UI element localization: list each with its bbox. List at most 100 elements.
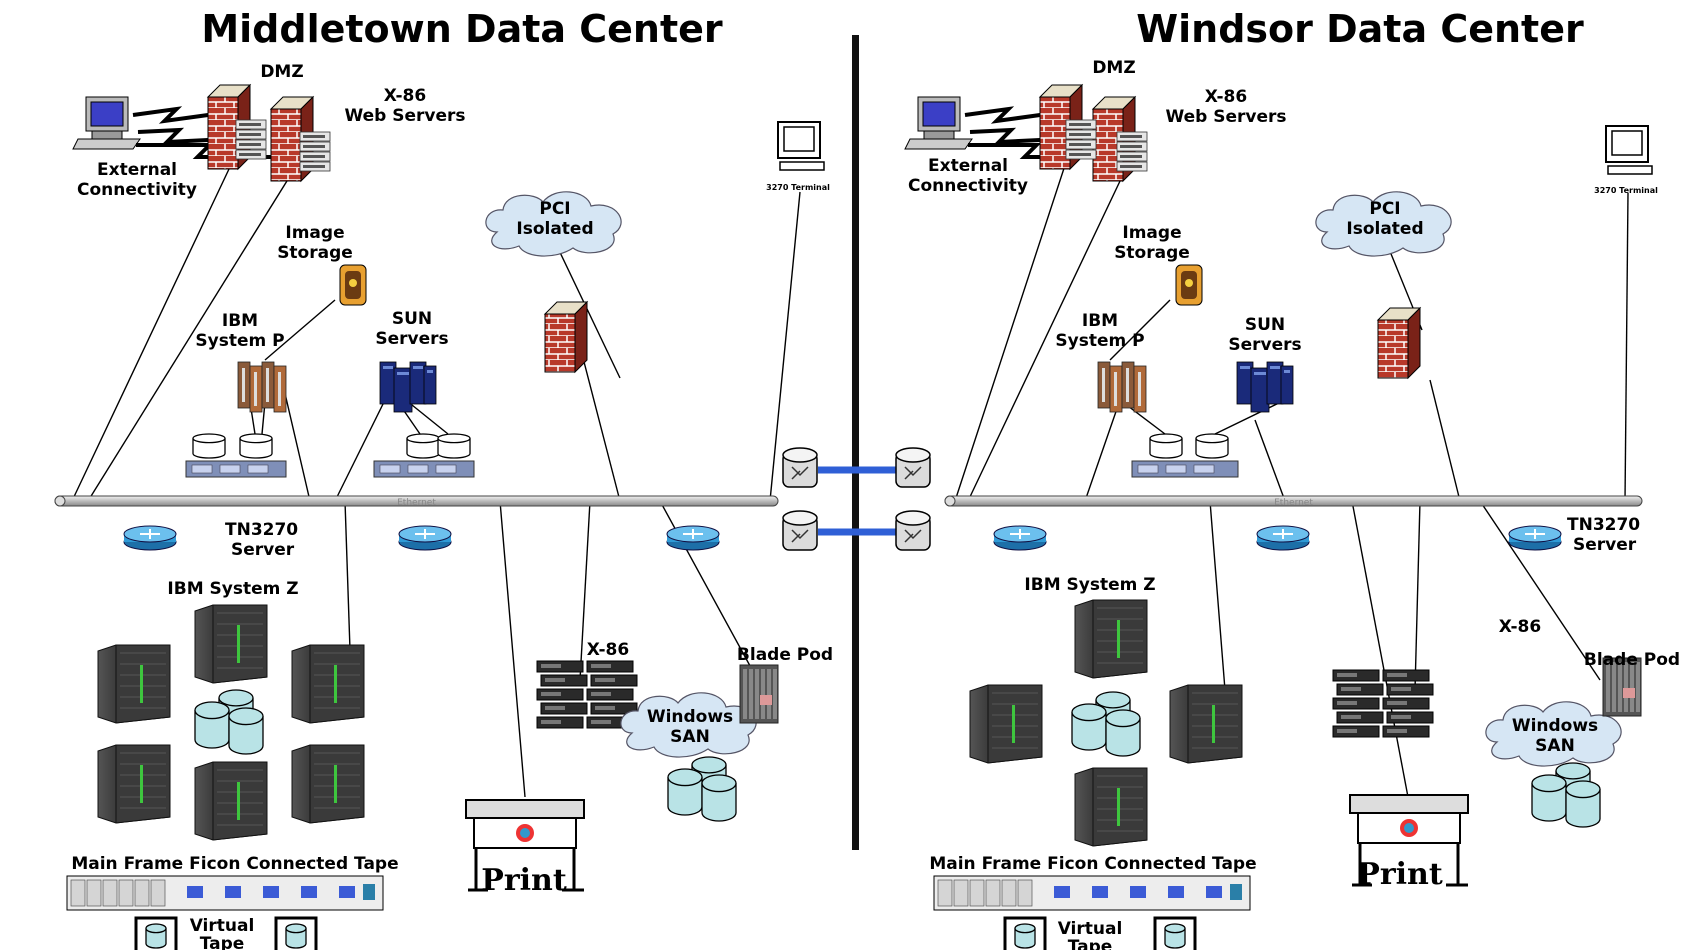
disk-icon [145, 923, 167, 949]
terminal-label: 3270 Terminal [766, 183, 830, 192]
ethernet-label: Ethernet [397, 498, 436, 508]
image-storage-label: Image [285, 223, 344, 243]
disk-icon [1105, 709, 1141, 757]
image-storage-label: Image [1122, 223, 1181, 243]
ibm-system-z-label: IBM System Z [167, 579, 298, 599]
data-center-title: Windsor Data Center [1136, 7, 1584, 51]
mainframe-icon [97, 744, 171, 824]
disk-icon [239, 433, 273, 459]
tape-label: Main Frame Ficon Connected Tape [71, 854, 398, 874]
network-switch-icon [373, 460, 475, 478]
ibm-system-p-label: System P [1055, 331, 1144, 351]
tape-library-icon [933, 875, 1251, 911]
cloud-icon [1485, 701, 1622, 767]
lightning-link [969, 127, 1041, 145]
sun-servers-label: Servers [1228, 335, 1301, 355]
mainframe-icon [194, 604, 268, 684]
inter-site-storage-routers [782, 447, 931, 551]
printer-icon [465, 799, 585, 892]
windows-san-label: Windows [1512, 716, 1598, 736]
web-servers-label: X-86 [1205, 87, 1247, 107]
server-rack-icon [1116, 131, 1148, 172]
lightning-link [964, 106, 1041, 124]
jukebox-icon [339, 264, 367, 306]
x86-label: X-86 [1499, 617, 1541, 637]
windows-san-label: SAN [670, 727, 710, 747]
disk-icon [285, 923, 307, 949]
x86-servers-icon [536, 660, 638, 729]
image-storage-label: Storage [277, 243, 353, 263]
windows-san-label: Windows [647, 707, 733, 727]
disk-icon [1149, 433, 1183, 459]
ibm-system-p-label: IBM [222, 311, 258, 331]
router-icon [993, 525, 1047, 551]
router-icon [1256, 525, 1310, 551]
firewall-icon [543, 300, 589, 374]
tn3270-label: TN3270 [1567, 515, 1640, 535]
lightning-link [132, 106, 209, 124]
tape-library-icon [66, 875, 384, 911]
disk-icon [437, 433, 471, 459]
data-center-title: Middletown Data Center [201, 7, 723, 51]
blade-pod-icon [1602, 657, 1642, 717]
sun-servers-label: SUN [1245, 315, 1285, 335]
mainframe-icon [194, 761, 268, 841]
mainframe-icon [1169, 684, 1243, 764]
storage-cluster-icon [667, 756, 737, 822]
router-icon [1508, 525, 1562, 551]
disk-icon [1531, 774, 1567, 822]
disk-icon [667, 768, 703, 816]
ibm-system-z-label: IBM System Z [1024, 575, 1155, 595]
pci-label: PCI [539, 199, 570, 219]
inter-site-links [818, 466, 897, 536]
terminal-icon [777, 121, 825, 171]
mainframe-icon [1074, 599, 1148, 679]
ibm-system-p-icon [1097, 361, 1147, 413]
center-divider [852, 35, 859, 850]
ethernet-label: Ethernet [1274, 498, 1313, 508]
network-switch-icon [1131, 460, 1239, 478]
tn3270-label: TN3270 [225, 520, 298, 540]
external-connectivity-label: External [928, 156, 1008, 176]
disk-icon [1071, 703, 1107, 751]
computer-icon [904, 96, 973, 150]
dmz-label: DMZ [1092, 58, 1135, 78]
web-servers-label: X-86 [384, 86, 426, 106]
storage-cluster-icon [194, 689, 264, 755]
mainframe-icon [291, 744, 365, 824]
disk-icon [228, 707, 264, 755]
storage-router-icon [782, 510, 818, 551]
storage-cluster-icon [1531, 762, 1601, 828]
x86-servers-icon [1332, 669, 1434, 738]
tape-label: Main Frame Ficon Connected Tape [929, 854, 1256, 874]
mainframe-icon [97, 644, 171, 724]
disk-icon [701, 774, 737, 822]
blade-pod-label: Blade Pod [1584, 650, 1680, 670]
router-icon [398, 525, 452, 551]
cloud-icon [485, 191, 622, 257]
pci-label: Isolated [516, 219, 593, 239]
jukebox-icon [1175, 264, 1203, 306]
print-label: Print [1357, 857, 1443, 892]
firewall-icon [1376, 306, 1422, 380]
printer-icon [1349, 794, 1469, 887]
web-servers-label: Web Servers [1165, 107, 1286, 127]
virtual-tape-label: Virtual [190, 916, 255, 936]
external-connectivity-label: Connectivity [908, 176, 1028, 196]
disk-icon [1014, 923, 1036, 949]
sun-servers-icon [379, 361, 437, 413]
ibm-system-p-icon [237, 361, 287, 413]
disk-icon [194, 701, 230, 749]
storage-router-icon [782, 447, 818, 488]
virtual-tape-label: Tape [1068, 937, 1113, 950]
connection-lines [954, 149, 1629, 798]
disk-icon [192, 433, 226, 459]
pci-label: PCI [1369, 199, 1400, 219]
virtual-tape-icon [1003, 916, 1047, 950]
virtual-tape-label: Virtual [1058, 919, 1123, 939]
dmz-label: DMZ [260, 62, 303, 82]
disk-icon [1195, 433, 1229, 459]
mainframe-icon [291, 644, 365, 724]
